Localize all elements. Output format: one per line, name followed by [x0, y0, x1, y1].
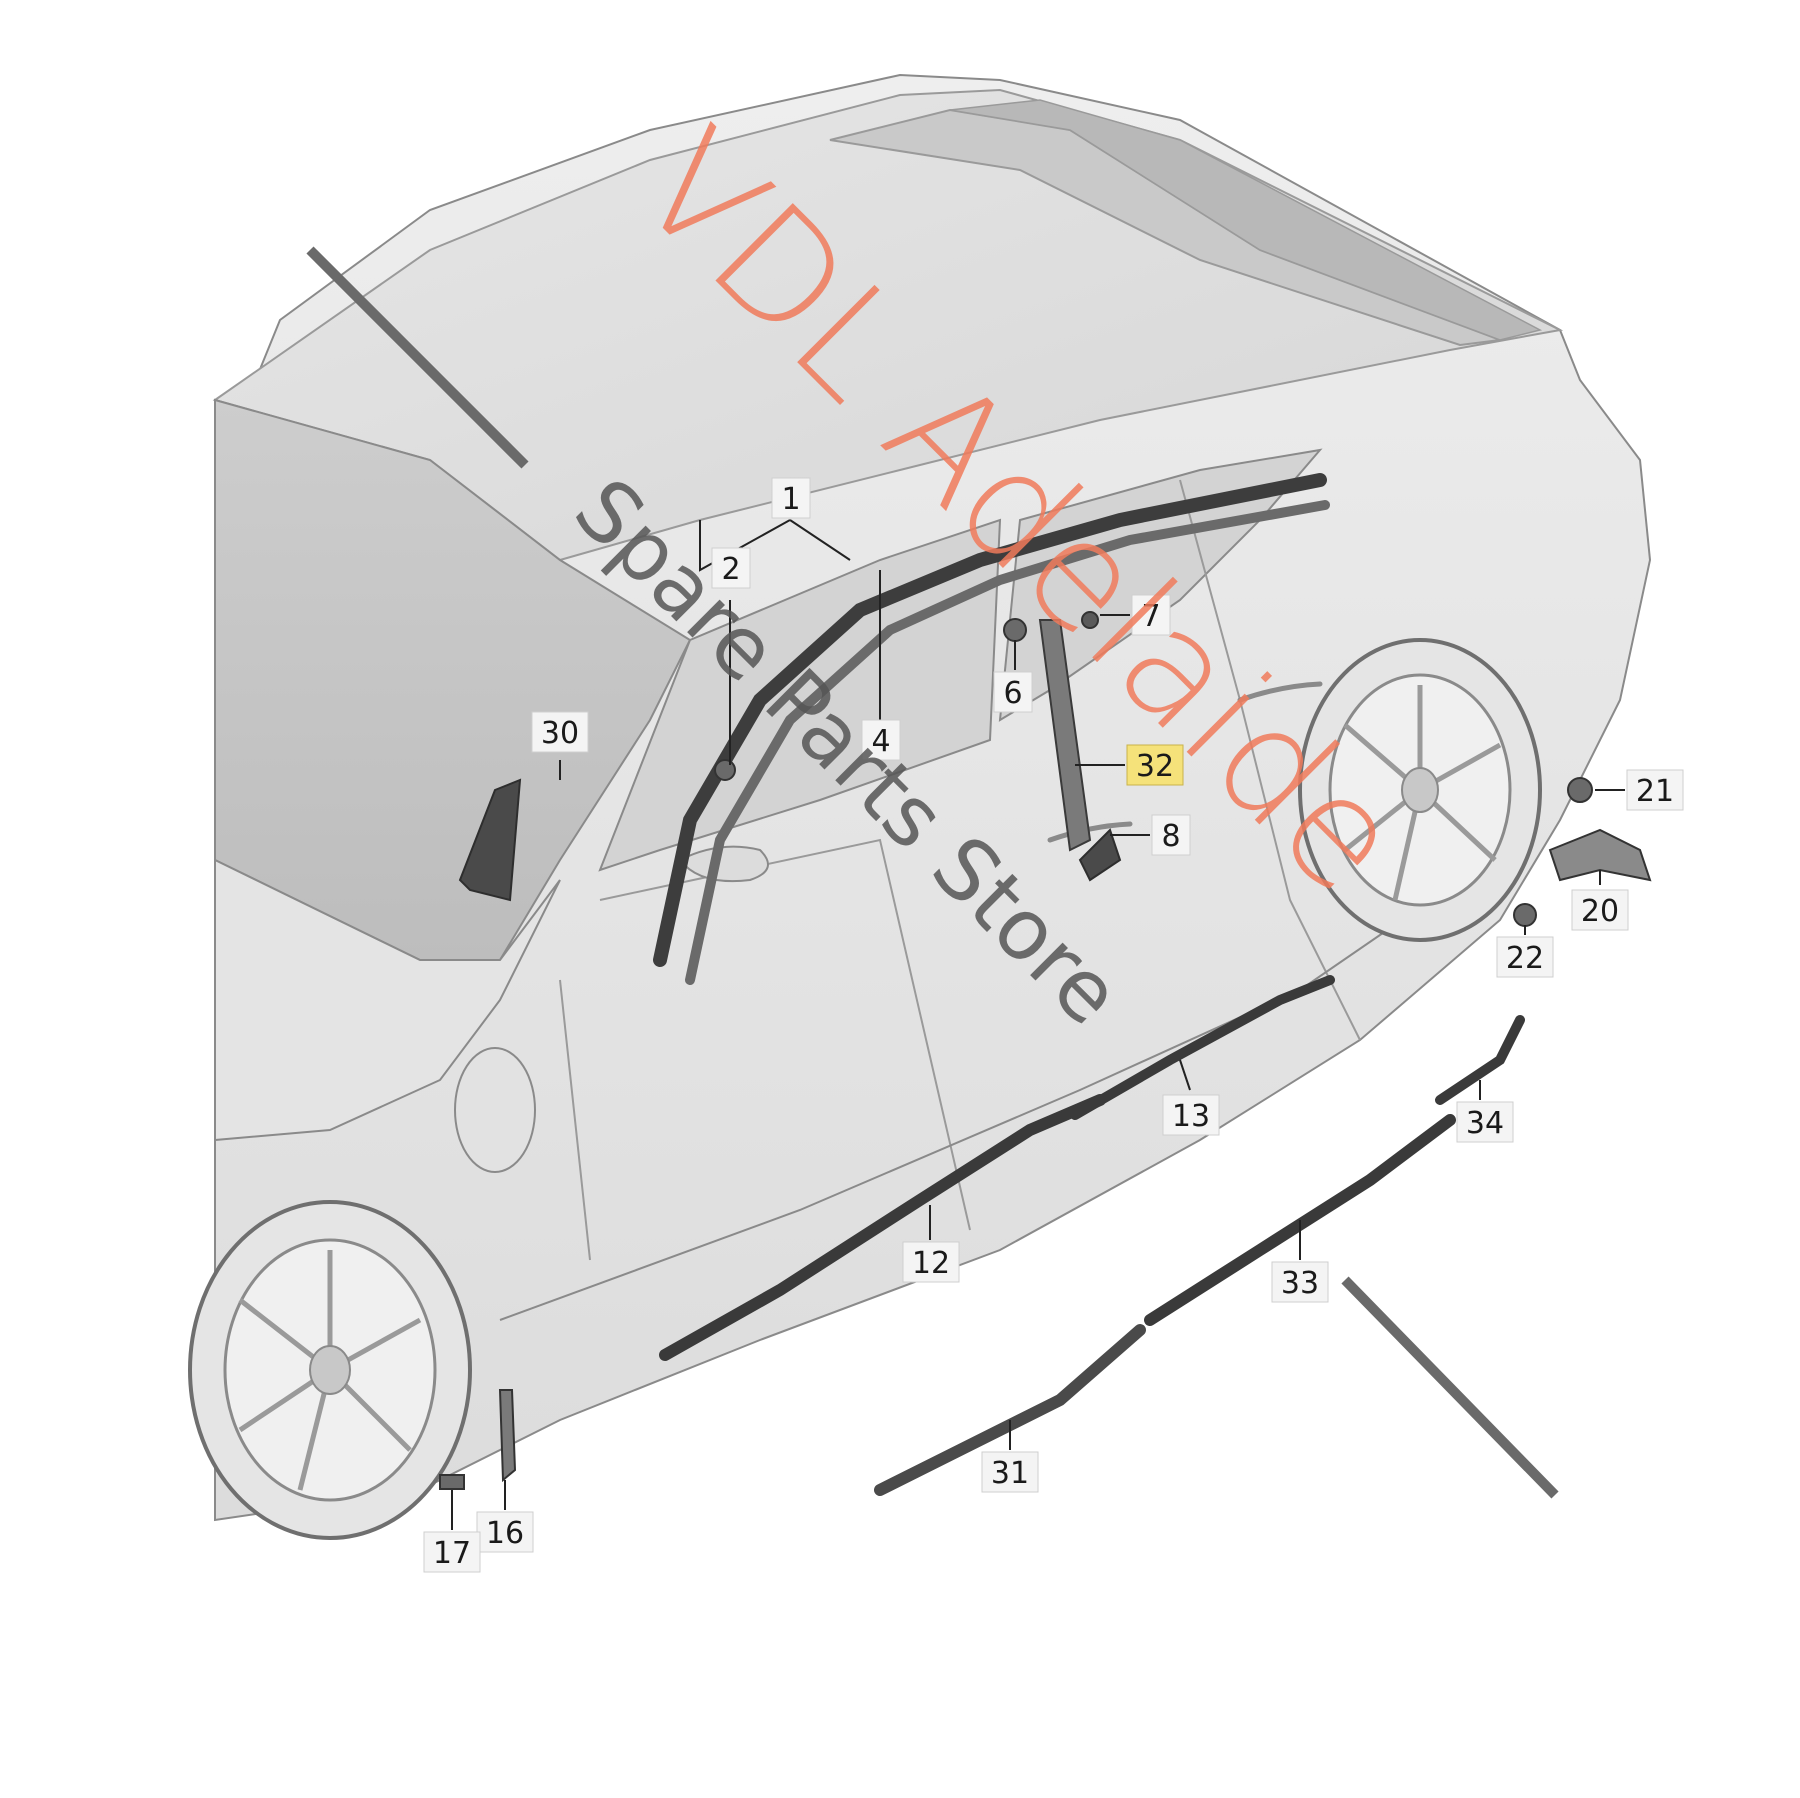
callout-2[interactable]: 2	[711, 547, 751, 589]
callout-33[interactable]: 33	[1271, 1261, 1329, 1303]
mirror-triangle-trim	[458, 778, 522, 902]
callout-21[interactable]: 21	[1626, 769, 1684, 811]
fuel-flap	[454, 1047, 536, 1173]
callout-32[interactable]: 32	[1126, 744, 1184, 786]
callout-12-text: 12	[912, 1246, 950, 1281]
clip-7	[1081, 611, 1099, 629]
wheel-arch-moulding-34	[1435, 1015, 1525, 1105]
sill-moulding-33	[1144, 1114, 1456, 1326]
window-frame-trim-outer	[653, 473, 1327, 967]
clip-21	[1567, 777, 1593, 803]
callout-13-text: 13	[1172, 1099, 1210, 1134]
callout-33-text: 33	[1281, 1266, 1319, 1301]
callout-20[interactable]: 20	[1571, 889, 1629, 931]
callout-16-text: 16	[486, 1516, 524, 1551]
car-body	[188, 73, 1652, 1540]
front-wheel	[188, 1200, 472, 1540]
hood	[214, 858, 561, 1142]
callout-20-text: 20	[1581, 894, 1619, 929]
callout-8-text: 8	[1161, 819, 1180, 854]
callout-34[interactable]: 34	[1456, 1101, 1514, 1143]
callout-17-text: 17	[433, 1536, 471, 1571]
front-door-moulding-12	[659, 1094, 1106, 1361]
parts	[439, 473, 1652, 1496]
sill-line	[499, 879, 1461, 1321]
callout-8[interactable]: 8	[1151, 814, 1191, 856]
callout-labels: 1 2 4 6 7 8 12 13	[423, 477, 1684, 1573]
callout-30[interactable]: 30	[531, 711, 589, 753]
callout-13[interactable]: 13	[1162, 1094, 1220, 1136]
rear-door-handle	[1237, 681, 1323, 703]
clip-17	[439, 1474, 465, 1490]
clip-22	[1513, 903, 1537, 927]
front-side-window	[598, 518, 1002, 872]
callout-4[interactable]: 4	[861, 719, 901, 761]
callout-6[interactable]: 6	[993, 671, 1033, 713]
callout-1[interactable]: 1	[771, 477, 811, 519]
sunroof-strip	[949, 99, 1543, 341]
b-pillar-trim	[1038, 619, 1092, 852]
front-door-handle	[1047, 821, 1133, 843]
leader-lines	[451, 519, 1625, 1530]
callout-21-text: 21	[1636, 774, 1674, 809]
callout-34-text: 34	[1466, 1106, 1504, 1141]
callout-4-text: 4	[871, 724, 890, 759]
callout-32-text: 32	[1136, 749, 1174, 784]
callout-31-text: 31	[991, 1456, 1029, 1491]
callout-22[interactable]: 22	[1496, 936, 1554, 978]
callout-6-text: 6	[1003, 676, 1022, 711]
callout-17[interactable]: 17	[423, 1531, 481, 1573]
callout-31[interactable]: 31	[981, 1451, 1039, 1493]
clip-2	[714, 759, 736, 781]
callout-30-text: 30	[541, 716, 579, 751]
watermark-bar-bottom	[1341, 1276, 1559, 1499]
leader-13	[1179, 1059, 1191, 1091]
callout-22-text: 22	[1506, 941, 1544, 976]
wheel-arch-bracket	[1548, 828, 1652, 882]
watermark-bar-top	[306, 246, 529, 469]
rear-wheel	[1298, 638, 1542, 942]
callout-12[interactable]: 12	[902, 1241, 960, 1283]
callout-16[interactable]: 16	[476, 1511, 534, 1553]
callout-7[interactable]: 7	[1131, 594, 1171, 636]
callout-7-text: 7	[1141, 599, 1160, 634]
rear-door-moulding-13	[1070, 975, 1335, 1120]
rear-door-seam	[1179, 479, 1361, 1041]
leader-1	[699, 519, 851, 572]
callout-1-text: 1	[781, 482, 800, 517]
callout-2-text: 2	[721, 552, 740, 587]
window-frame-trim-inner	[685, 500, 1330, 985]
wheel-arch-trim	[498, 1389, 517, 1483]
b-pillar-trim-lower	[1078, 828, 1122, 882]
